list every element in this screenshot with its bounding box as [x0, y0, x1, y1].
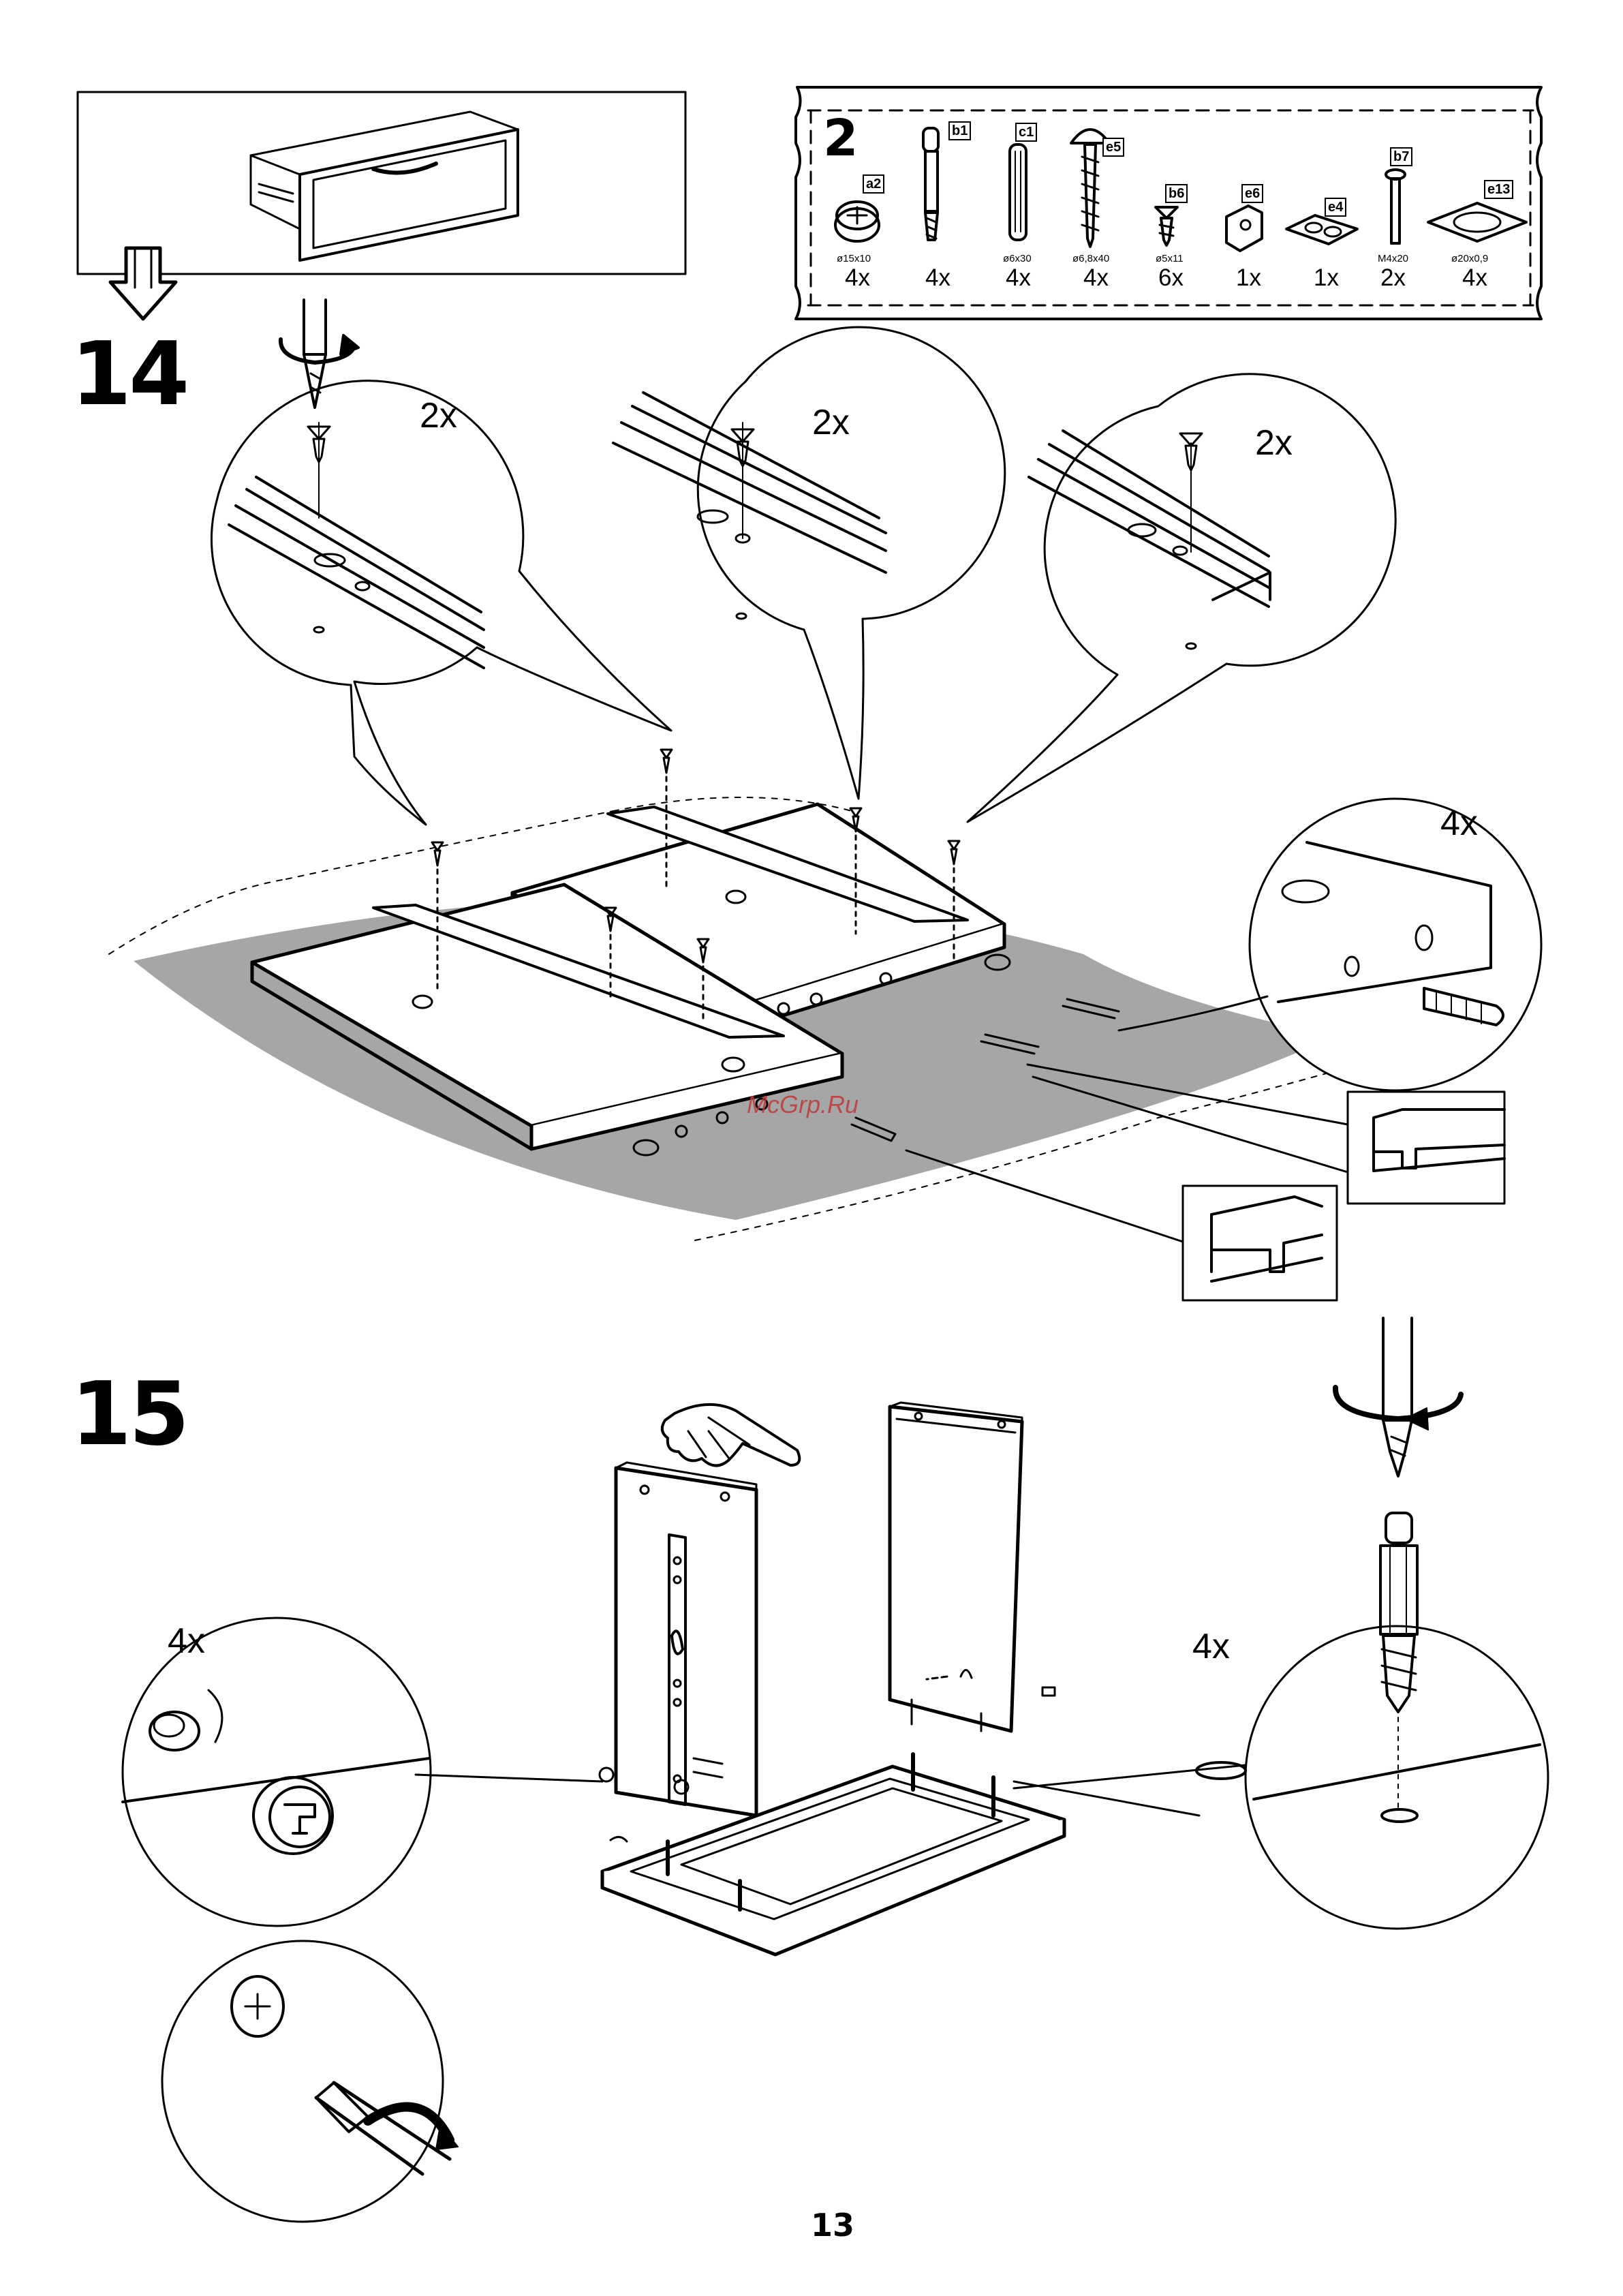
part-id-e6: e6 — [1241, 184, 1263, 203]
part-size-e13: ø20x0,9 — [1451, 254, 1488, 264]
magnify-circle-3 — [968, 374, 1395, 822]
watermark: McGrp.Ru — [747, 1090, 859, 1119]
part-qty-b6: 6x — [1158, 266, 1184, 290]
part-size-e5: ø6,8x40 — [1072, 254, 1109, 264]
part-id-b7: b7 — [1390, 147, 1412, 166]
screwdriver-step15 — [1335, 1318, 1461, 1476]
step-number-14: 14 — [71, 331, 187, 418]
part-id-e5: e5 — [1102, 138, 1124, 157]
part-qty-c1: 4x — [1006, 266, 1031, 290]
part-qty-a2: 4x — [845, 266, 870, 290]
part-qty-b1: 4x — [925, 266, 950, 290]
magnify-circle-1 — [211, 381, 671, 825]
hollow-down-arrow-icon — [110, 248, 176, 319]
part-id-c1: c1 — [1015, 123, 1037, 142]
part-qty-e6: 1x — [1236, 266, 1261, 290]
detail-count-5: 4x — [168, 1623, 205, 1659]
cam-detail-circle-top — [123, 1618, 602, 1926]
page-number: 13 — [811, 2207, 854, 2244]
side-panel-left — [616, 1463, 756, 1816]
detail-count-3: 2x — [1255, 425, 1293, 461]
part-id-e13: e13 — [1484, 180, 1513, 199]
detail-count-6: 4x — [1192, 1629, 1230, 1664]
part-id-b1: b1 — [948, 121, 971, 140]
magnify-circle-2 — [613, 327, 1005, 799]
part-qty-e5: 4x — [1083, 266, 1109, 290]
part-size-c1: ø6x30 — [1003, 254, 1032, 264]
fitting-bag-number: 2 — [823, 113, 859, 164]
part-size-b6: ø5x11 — [1156, 254, 1184, 264]
pointing-hand-icon — [662, 1405, 800, 1466]
dowel-cam-detail-circle-right — [1014, 1513, 1548, 1929]
part-qty-b7: 2x — [1380, 266, 1406, 290]
part-id-a2: a2 — [863, 174, 884, 194]
drawer-context-box — [78, 92, 685, 274]
detail-count-2: 2x — [812, 405, 850, 440]
part-id-b6: b6 — [1165, 184, 1188, 203]
part-size-a2: ø15x10 — [837, 254, 871, 264]
part-qty-e4: 1x — [1314, 266, 1339, 290]
groove-detail-box-2 — [906, 1150, 1337, 1300]
part-size-b7: M4x20 — [1378, 254, 1408, 264]
step-number-15: 15 — [71, 1371, 187, 1458]
cam-detail-circle-bottom — [162, 1941, 458, 2222]
detail-count-4: 4x — [1440, 806, 1478, 841]
part-id-e4: e4 — [1325, 198, 1346, 217]
side-panel-right — [890, 1403, 1055, 1731]
part-qty-e13: 4x — [1462, 266, 1487, 290]
screwdriver-step14 — [281, 300, 358, 408]
detail-count-1: 2x — [420, 398, 457, 433]
